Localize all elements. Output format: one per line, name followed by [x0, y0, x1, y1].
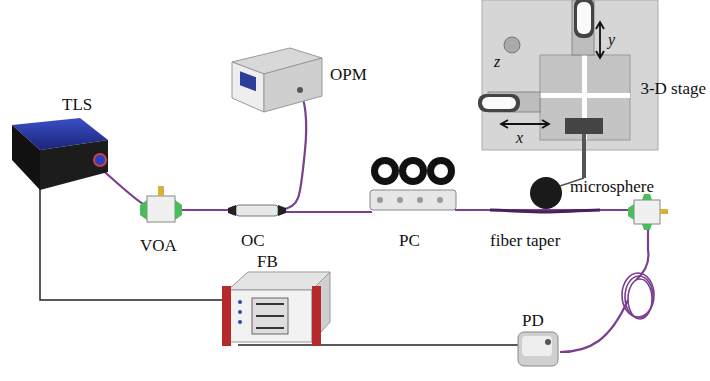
optical-power-meter: [232, 48, 322, 112]
fiber-taper: [490, 210, 600, 212]
device-label: VOA: [140, 237, 177, 254]
device-label: 3-D stage: [640, 80, 706, 97]
device-label: OC: [241, 232, 265, 249]
variable-attenuator: [628, 194, 668, 230]
microsphere: [530, 177, 562, 209]
fiber-coil: [622, 273, 654, 319]
device-label: TLS: [62, 96, 92, 113]
optical-coupler: [228, 205, 286, 216]
photodetector: [518, 332, 558, 366]
optical-fiber: [100, 92, 648, 352]
part-label: microsphere: [570, 178, 654, 195]
device-label: FB: [257, 253, 278, 270]
axis-label: z: [494, 54, 500, 70]
axis-label: x: [516, 130, 523, 146]
device-label: PD: [522, 312, 544, 329]
part-label: fiber taper: [490, 232, 560, 249]
polarization-controller: [370, 157, 456, 210]
tunable-laser: [12, 118, 108, 190]
device-label: PC: [399, 232, 420, 249]
axis-label: y: [608, 32, 615, 48]
device-label: OPM: [330, 66, 367, 83]
feedback-controller: [222, 272, 330, 346]
electric-wire: [40, 185, 520, 345]
variable-attenuator: [140, 186, 182, 222]
three-axis-stage: [478, 0, 658, 178]
